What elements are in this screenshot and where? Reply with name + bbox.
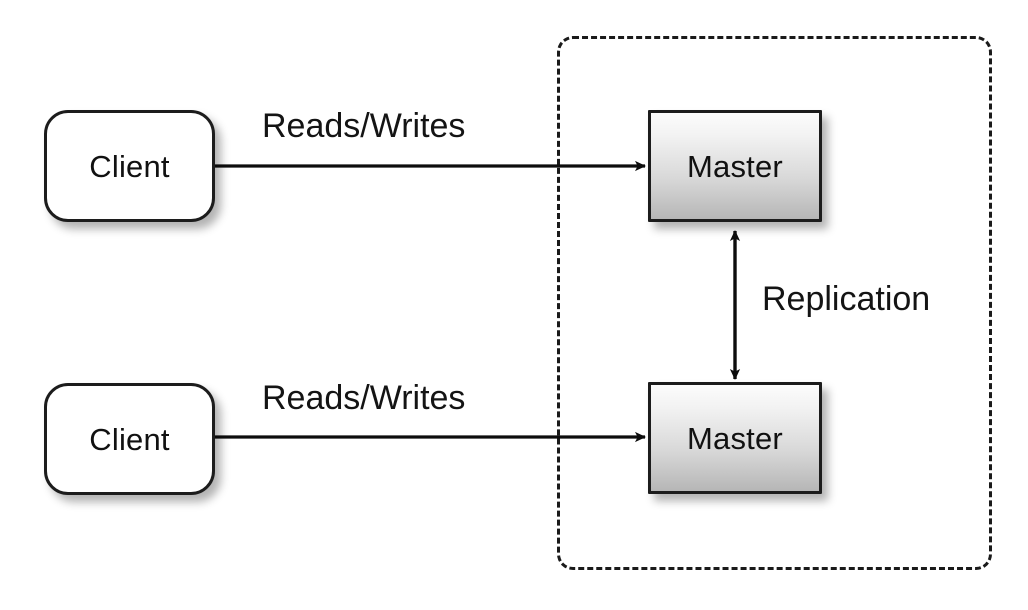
- node-label: Client: [89, 421, 170, 457]
- node-label: Master: [687, 420, 783, 456]
- node-client-bottom[interactable]: Client: [44, 383, 215, 495]
- cluster-boundary: [557, 36, 992, 570]
- edge-label-reads-writes-top: Reads/Writes: [262, 107, 466, 145]
- node-master-bottom[interactable]: Master: [648, 382, 822, 494]
- node-client-top[interactable]: Client: [44, 110, 215, 222]
- node-label: Master: [687, 148, 783, 184]
- edge-label-reads-writes-bottom: Reads/Writes: [262, 379, 466, 417]
- node-label: Client: [89, 148, 170, 184]
- edge-label-replication: Replication: [762, 280, 931, 318]
- node-master-top[interactable]: Master: [648, 110, 822, 222]
